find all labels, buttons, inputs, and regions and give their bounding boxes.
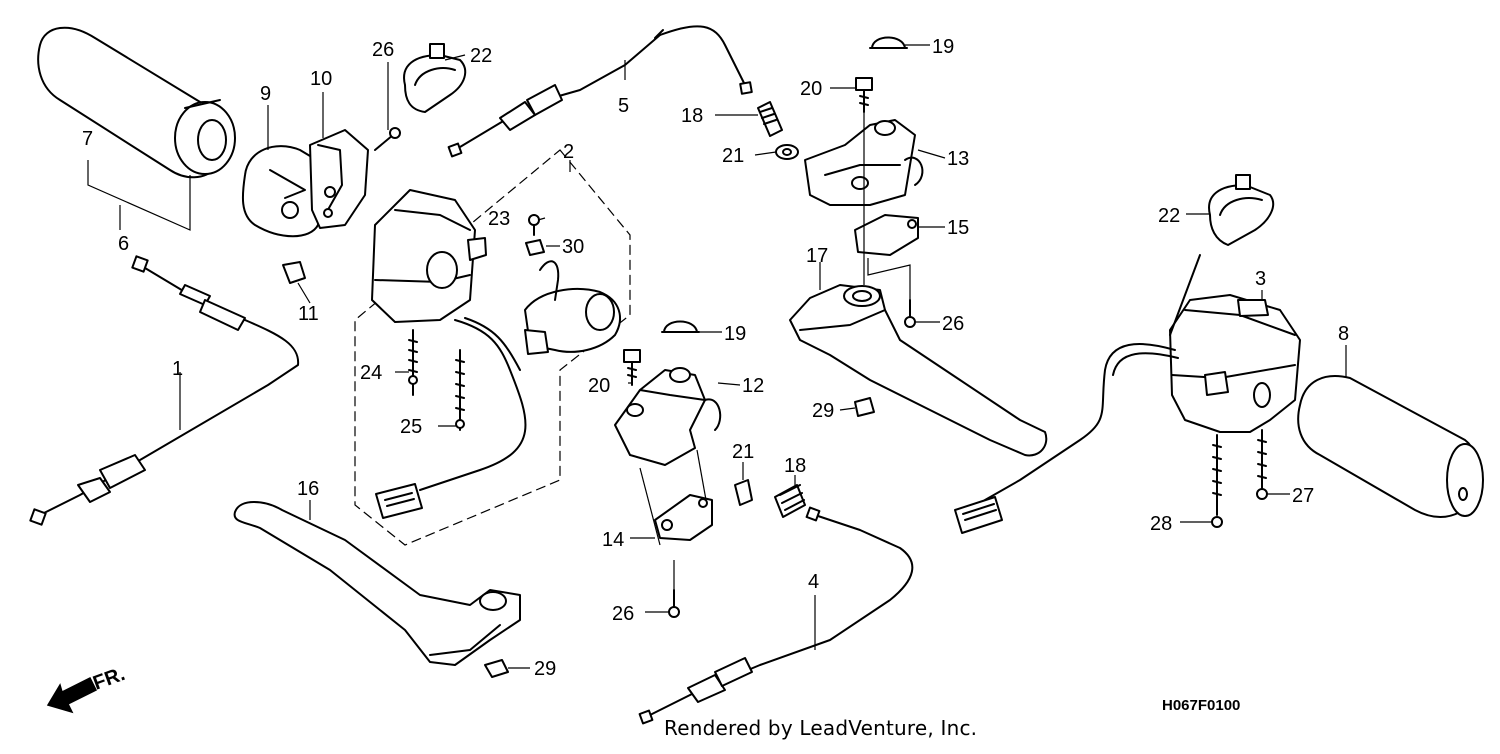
screw-26-right — [904, 299, 916, 328]
switch-assembly-box — [354, 149, 631, 546]
callout-21b: 21 — [732, 441, 754, 463]
callout-21a: 21 — [722, 145, 744, 167]
screw-28 — [1211, 434, 1223, 528]
callout-20b: 20 — [588, 375, 610, 397]
callout-3: 3 — [1255, 268, 1266, 290]
screw-25 — [455, 349, 465, 431]
callout-27: 27 — [1292, 485, 1314, 507]
callout-13: 13 — [947, 148, 969, 170]
screw-27 — [1256, 429, 1268, 500]
leader-lines-center — [639, 449, 707, 590]
switch-wire-harness — [375, 317, 527, 519]
throttle-cable — [29, 255, 300, 526]
clutch-lever — [233, 501, 521, 666]
callout-22b: 22 — [1158, 205, 1180, 227]
callout-26b: 26 — [942, 313, 964, 335]
cap-19-center — [661, 320, 700, 333]
bolt-20-center — [623, 349, 641, 386]
callout-15: 15 — [947, 217, 969, 239]
direction-label: FR. — [90, 663, 128, 695]
callout-26a: 26 — [372, 39, 394, 61]
diagram-code: H067F0100 — [1162, 697, 1241, 714]
clutch-lever-bracket — [614, 367, 722, 466]
adjuster-18-bottom — [774, 484, 806, 518]
callout-10: 10 — [310, 68, 332, 90]
left-handlebar-switch — [371, 189, 487, 323]
throttle-housing — [309, 129, 369, 229]
callout-6: 6 — [118, 233, 129, 255]
brake-cable-bottom — [638, 506, 914, 725]
callout-11: 11 — [298, 303, 319, 325]
clutch-cable-top — [447, 25, 753, 158]
nut-29-right — [854, 397, 875, 417]
screw-23 — [528, 214, 540, 236]
screw-26-center — [668, 589, 680, 618]
callout-23: 23 — [488, 208, 510, 230]
callout-20a: 20 — [800, 78, 822, 100]
adjuster-18-top — [757, 101, 783, 137]
callout-25: 25 — [400, 416, 422, 438]
right-switch-harness — [954, 254, 1201, 534]
right-grip — [1297, 375, 1484, 518]
cable-band-top — [403, 43, 467, 113]
nut-21-bottom — [734, 479, 753, 506]
throttle-housing-cover — [241, 145, 326, 238]
callout-30: 30 — [562, 236, 584, 258]
callout-12: 12 — [742, 375, 764, 397]
callout-19a: 19 — [932, 36, 954, 58]
cable-band-right — [1208, 174, 1275, 246]
callout-19b: 19 — [724, 323, 746, 345]
holder-14 — [654, 494, 713, 541]
washer-30 — [525, 239, 545, 256]
callout-26c: 26 — [612, 603, 634, 625]
bolt-20-top — [855, 77, 873, 113]
screw-26-top — [374, 127, 401, 151]
callout-4: 4 — [808, 571, 819, 593]
callout-leaders — [87, 44, 1347, 669]
leader-lines-right — [863, 112, 911, 300]
cap-19-top — [869, 36, 908, 49]
callout-18a: 18 — [681, 105, 703, 127]
callout-numbers: 7 6 9 10 26 22 11 1 2 23 30 24 25 5 18 2… — [82, 36, 1349, 680]
callout-2: 2 — [563, 141, 574, 163]
brake-lever-bracket — [804, 119, 924, 206]
throttle-grip — [37, 26, 236, 179]
callout-1: 1 — [172, 358, 183, 380]
callout-14: 14 — [602, 529, 624, 551]
nut-29-bottom — [484, 659, 509, 678]
callout-28: 28 — [1150, 513, 1172, 535]
credit-text: Rendered by LeadVenture, Inc. — [664, 716, 978, 740]
nut-21-top — [775, 144, 799, 160]
holder-15 — [854, 214, 919, 256]
callout-29a: 29 — [812, 400, 834, 422]
callout-22a: 22 — [470, 45, 492, 67]
brake-lever — [789, 284, 1048, 457]
horn-switch — [524, 260, 621, 355]
callout-7: 7 — [82, 128, 93, 150]
screw-24 — [408, 329, 418, 396]
right-handlebar-switch — [1169, 294, 1301, 433]
callout-16: 16 — [297, 478, 319, 500]
callout-24: 24 — [360, 362, 382, 384]
callout-29b: 29 — [534, 658, 556, 680]
callout-9: 9 — [260, 83, 271, 105]
callout-8: 8 — [1338, 323, 1349, 345]
callout-5: 5 — [618, 95, 629, 117]
clip-11 — [282, 261, 306, 284]
callout-17: 17 — [806, 245, 828, 267]
callout-18b: 18 — [784, 455, 806, 477]
front-direction-arrow: FR. — [46, 663, 128, 714]
